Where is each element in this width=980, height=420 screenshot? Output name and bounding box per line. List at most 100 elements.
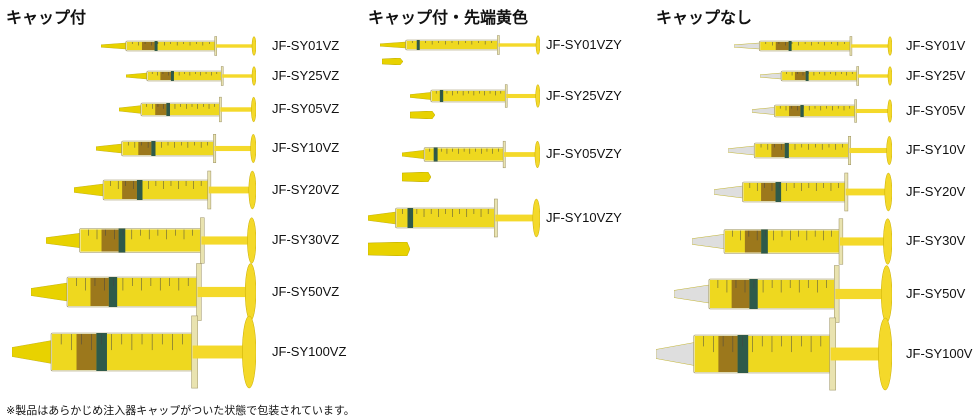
plunger-thumb-press	[883, 218, 892, 265]
syringe-image	[368, 198, 540, 238]
syringe-fluid	[141, 104, 220, 115]
syringe-fluid	[126, 42, 215, 50]
syringe-cap-image	[368, 242, 410, 256]
plunger-thumb-press	[251, 36, 256, 56]
model-number: JF-SY05VZ	[272, 101, 340, 116]
model-number: JF-SY01VZY	[546, 37, 622, 52]
syringe-stopper	[170, 71, 174, 81]
syringe-image	[380, 35, 540, 55]
plunger-rod	[849, 147, 887, 154]
syringe-stopper	[151, 141, 156, 156]
plunger-rod	[850, 44, 888, 48]
syringe-fluid	[406, 41, 498, 49]
cap-body	[410, 111, 435, 119]
syringe-fluid	[425, 148, 504, 161]
plunger-thumb-press	[247, 217, 256, 264]
syringe-tip	[119, 105, 142, 114]
plunger-thumb-press	[887, 99, 892, 123]
model-number: JF-SY25VZ	[272, 68, 340, 83]
syringe-shadow	[761, 183, 776, 201]
syringe-tip	[46, 233, 80, 248]
syringe-cap-image	[402, 172, 431, 182]
cap-body	[368, 242, 410, 256]
plunger-thumb-press	[884, 172, 892, 212]
syringe-stopper	[784, 143, 789, 158]
syringe-fluid	[396, 209, 495, 227]
syringe-stopper	[439, 90, 444, 102]
plunger-rod	[197, 286, 246, 298]
syringe-tip	[752, 107, 775, 115]
syringe-tip	[714, 185, 743, 199]
syringe-stopper	[108, 277, 118, 307]
syringe-stopper	[416, 40, 420, 50]
syringe-cap-image	[382, 58, 403, 65]
plunger-thumb-press	[878, 317, 892, 391]
plunger-rod	[222, 74, 252, 78]
syringe-image	[46, 217, 256, 264]
model-number: JF-SY50VZ	[272, 284, 340, 299]
plunger-thumb-press	[248, 170, 256, 210]
syringe-tip	[692, 234, 725, 249]
plunger-thumb-press	[532, 198, 540, 238]
model-number: JF-SY10VZ	[272, 140, 340, 155]
syringe-image	[74, 170, 256, 210]
footnote: ※製品はあらかじめ注入器キャップがついた状態で包装されています。	[6, 405, 355, 417]
syringe-image	[760, 66, 892, 86]
syringe-tip	[101, 42, 126, 50]
plunger-rod	[214, 145, 251, 152]
plunger-thumb-press	[534, 140, 540, 169]
syringe-shadow	[744, 230, 762, 253]
model-number: JF-SY100VZ	[272, 344, 347, 359]
syringe-image	[31, 263, 256, 321]
cap-body	[402, 172, 431, 182]
model-number: JF-SY20VZ	[272, 182, 340, 197]
plunger-thumb-press	[251, 66, 256, 86]
syringe-tip	[674, 284, 710, 304]
plunger-rod	[215, 44, 252, 48]
syringe-image	[714, 172, 892, 212]
syringe-fluid	[782, 72, 857, 80]
syringe-shadow	[138, 142, 152, 155]
syringe-tip	[368, 211, 396, 225]
syringe-stopper	[749, 279, 758, 309]
model-number: JF-SY25VZY	[546, 88, 622, 103]
syringe-image	[410, 84, 540, 108]
plunger-rod	[845, 188, 885, 196]
syringe-shadow	[155, 104, 167, 115]
heading-with-cap: キャップ付	[6, 10, 87, 27]
model-number: JF-SY05V	[906, 103, 966, 118]
syringe-shadow	[76, 334, 97, 370]
syringe-shadow	[771, 144, 785, 157]
syringe-fluid	[431, 91, 506, 101]
model-number: JF-SY05VZY	[546, 146, 622, 161]
syringe-stopper	[788, 41, 792, 51]
plunger-rod	[830, 347, 879, 361]
syringe-image	[402, 140, 540, 169]
syringe-stopper	[775, 182, 782, 202]
plunger-rod	[192, 345, 243, 359]
syringe-image	[728, 136, 892, 165]
syringe-stopper	[136, 180, 143, 200]
syringe-image	[674, 265, 892, 323]
syringe-stopper	[805, 71, 809, 81]
model-number: JF-SY50V	[906, 286, 966, 301]
syringe-shadow	[794, 72, 806, 80]
model-number: JF-SY25V	[906, 68, 966, 83]
plunger-rod	[208, 186, 249, 194]
syringe-stopper	[118, 228, 126, 253]
plunger-thumb-press	[535, 84, 540, 108]
syringe-stopper	[407, 208, 414, 228]
plunger-thumb-press	[251, 96, 256, 123]
plunger-rod	[201, 236, 248, 245]
plunger-rod	[835, 288, 882, 300]
syringe-tip	[410, 92, 431, 100]
syringe-fluid	[775, 106, 855, 116]
syringe-image	[692, 218, 892, 265]
syringe-image	[734, 36, 892, 56]
heading-with-cap-yellow-tip: キャップ付・先端黄色	[368, 10, 529, 27]
model-number: JF-SY20V	[906, 184, 966, 199]
syringe-cap-image	[410, 111, 435, 119]
plunger-rod	[495, 214, 533, 222]
syringe-shadow	[789, 106, 801, 116]
syringe-tip	[74, 183, 104, 197]
